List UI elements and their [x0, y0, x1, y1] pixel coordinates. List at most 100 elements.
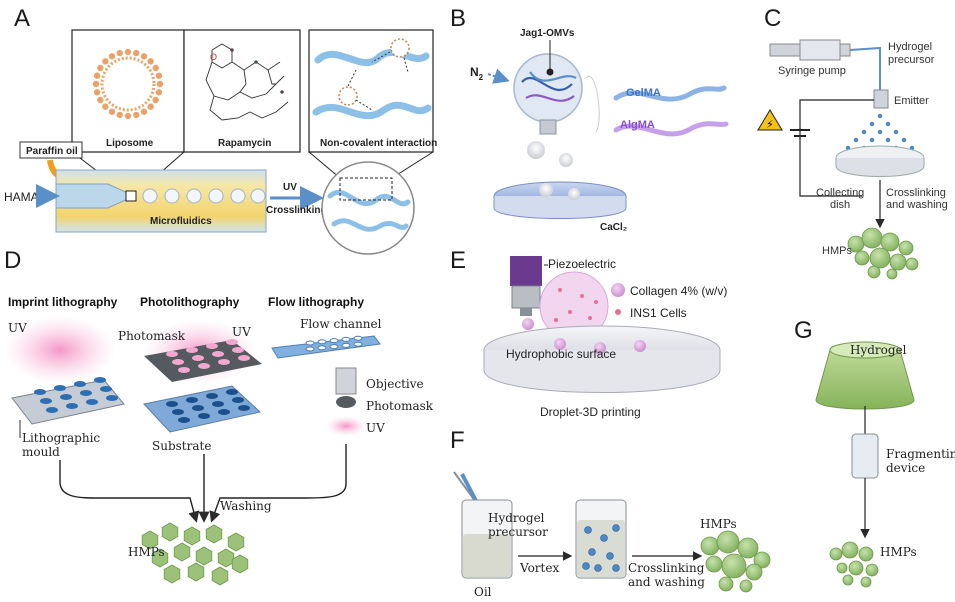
- lipid-head: [102, 58, 109, 65]
- jag-label: Jag1-OMVs: [520, 28, 575, 39]
- ins1-cell: [554, 318, 558, 322]
- lipid-head: [155, 72, 163, 79]
- hydrogel-label: Hydrogel: [850, 343, 907, 357]
- high-voltage-icon: [757, 109, 783, 131]
- noncovalent-interaction-icon: [312, 38, 432, 120]
- electrospray-droplets: [845, 113, 915, 151]
- channel-droplet: [208, 188, 224, 204]
- substrate-pad: [206, 393, 218, 399]
- rapamycin-atom-o: O: [210, 52, 217, 62]
- hmp-sphere: [841, 541, 859, 559]
- hmp-sphere: [865, 563, 879, 577]
- hmps-cluster-c: [847, 227, 919, 280]
- imprint-pad: [94, 377, 106, 383]
- substrate-pad: [172, 409, 184, 415]
- channel-droplet: [186, 188, 202, 204]
- vortex-label: Vortex: [519, 561, 559, 575]
- flow-particle: [317, 345, 327, 351]
- droplet-3d-caption: Droplet-3D printing: [540, 405, 641, 419]
- photo-header: Photolithography: [140, 295, 240, 309]
- hmp-sphere: [854, 250, 870, 266]
- hmp-hexagon: [187, 562, 205, 582]
- dish-bead-1: [539, 183, 553, 197]
- rapamycin-box: [183, 29, 301, 153]
- panel-letter-b: B: [450, 5, 466, 32]
- imprint-pad: [60, 394, 72, 400]
- imprint-pad: [80, 390, 92, 396]
- particle-zoom-box: [339, 177, 393, 201]
- emulsion-droplets: [582, 524, 620, 572]
- hmp-sphere: [721, 553, 747, 579]
- ins1-cell: [568, 310, 572, 314]
- ins1-legend-dot: [615, 309, 621, 315]
- lipid-head: [97, 96, 104, 104]
- hmp-sphere: [753, 551, 771, 569]
- panel-d: D Imprint lithography Photolithography F…: [4, 247, 434, 586]
- uv-label-d1: UV: [8, 321, 27, 335]
- panel-letter-d: D: [4, 247, 21, 274]
- frag-label-2: device: [886, 461, 925, 475]
- cacl2-dish-body: [493, 196, 627, 219]
- lipid-head: [156, 80, 164, 88]
- panel-letter-e: E: [450, 247, 466, 274]
- hmp-sphere: [860, 576, 872, 588]
- hmp-hexagon: [211, 566, 229, 586]
- droplet-zoom-box: [125, 190, 137, 202]
- uv-glow-3: [326, 416, 366, 436]
- mask-hole: [198, 363, 210, 369]
- lipid-head: [152, 96, 159, 104]
- lipid-head: [97, 64, 104, 72]
- lipid-head: [140, 108, 148, 115]
- lipid-head: [116, 111, 123, 119]
- liposome-icon: [92, 48, 164, 120]
- substrate-pad: [192, 405, 204, 411]
- lipid-head: [108, 108, 116, 115]
- hmp-sphere: [861, 227, 883, 249]
- imprint-mould: [11, 379, 125, 425]
- channel-droplet: [164, 188, 180, 204]
- spray-droplet: [885, 121, 891, 127]
- piezo-head: [510, 256, 542, 286]
- rapamycin-label: Rapamycin: [218, 138, 271, 149]
- mask-hole: [192, 355, 204, 361]
- hmps-label-c: HMPs: [822, 245, 852, 257]
- panel-c: C Syringe pump Hydrogel precursor Emitte…: [757, 5, 948, 280]
- panel-f: F Hydrogel precursor Oil Vortex Crosslin…: [450, 427, 771, 599]
- nozzle-tip: [539, 119, 557, 135]
- n2-label: N2: [470, 65, 484, 82]
- lipid-head: [108, 53, 116, 60]
- printed-drop-4: [634, 340, 646, 352]
- substrate-pad: [198, 413, 210, 419]
- objective-label: Objective: [366, 377, 424, 391]
- imprint-pad: [54, 385, 66, 391]
- emulsion-droplet: [588, 548, 596, 556]
- spray-droplet: [901, 137, 907, 143]
- mask-hole: [238, 355, 250, 361]
- emulsion-droplet: [584, 526, 592, 534]
- emulsion-droplet: [612, 524, 620, 532]
- hmp-sphere: [718, 576, 734, 592]
- panel-b: B Jag1-OMVs N2 GelMA AlgMA CaCl₂: [450, 5, 729, 233]
- substrate-pad: [166, 401, 178, 407]
- imprint-pad: [34, 389, 46, 395]
- ins1-cells-dots: [554, 288, 598, 330]
- falling-droplet-2: [559, 153, 573, 167]
- hydrophobic-dish-body: [483, 350, 721, 393]
- uv-glow-1: [4, 316, 116, 384]
- hmps-hexagons-d: [141, 522, 249, 586]
- imprint-pads: [34, 377, 118, 413]
- ins1-cell: [588, 316, 592, 320]
- gelma-structure-icon: [613, 85, 729, 137]
- emitter-nozzle: [873, 89, 889, 109]
- ins1-label: INS1 Cells: [630, 306, 687, 320]
- hmps-cluster-f: [700, 530, 771, 593]
- precursor-label-f-1: Hydrogel: [488, 511, 545, 525]
- paraffin-oil-box: [19, 141, 83, 159]
- hmp-hexagon: [163, 564, 181, 584]
- frag-label-1: Fragmenting: [886, 447, 955, 461]
- lipid-head: [93, 89, 101, 96]
- spray-droplet: [877, 113, 883, 119]
- hmp-hexagon: [205, 524, 223, 544]
- washing-label-d: Washing: [220, 499, 272, 513]
- photomask2-label: Photomask: [366, 399, 434, 413]
